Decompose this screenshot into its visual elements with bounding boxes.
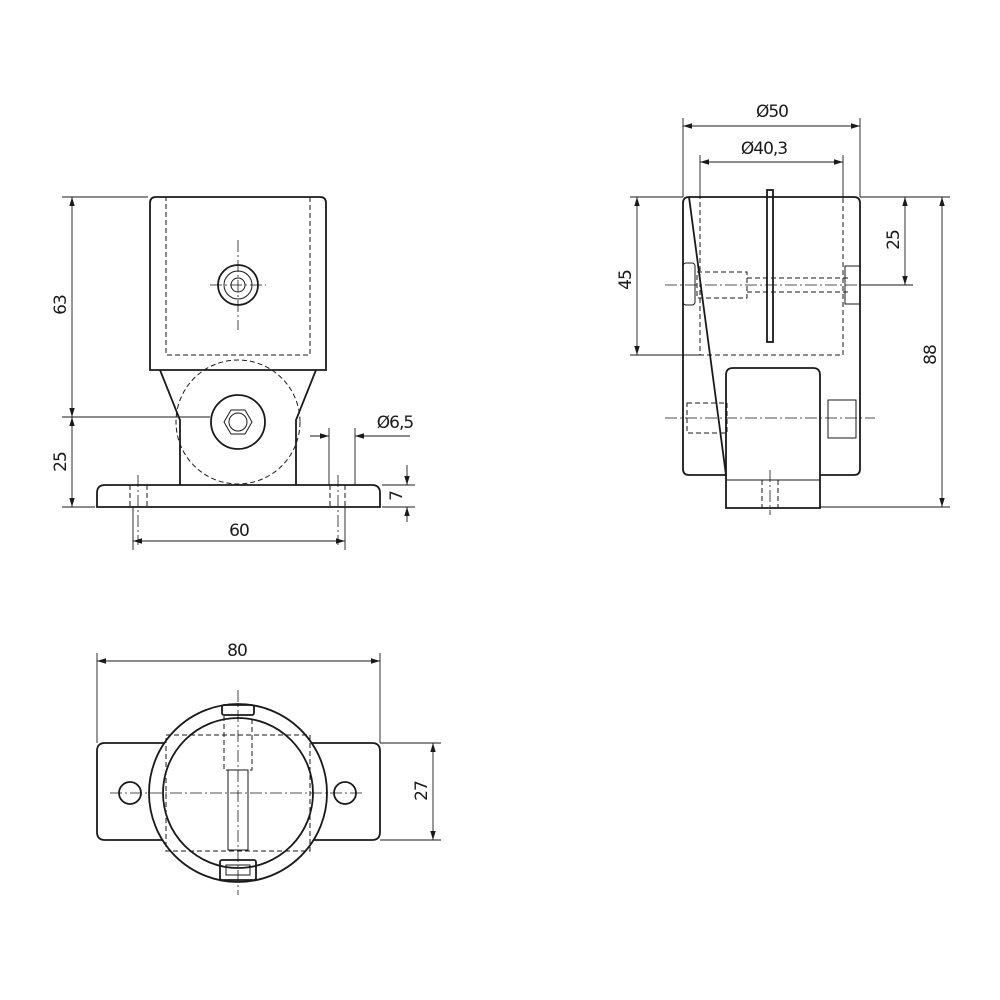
dim-hole-diameter: Ø6,5 xyxy=(377,413,414,433)
side-view: Ø50 Ø40,3 45 25 88 xyxy=(616,102,950,515)
dim-outer-diameter: Ø50 xyxy=(756,102,788,122)
front-view: 63 25 60 Ø6,5 7 xyxy=(51,196,415,550)
dim-inner-diameter: Ø40,3 xyxy=(741,139,787,159)
dim-25-side: 25 xyxy=(884,230,904,250)
dim-80: 80 xyxy=(227,641,247,661)
dim-27: 27 xyxy=(412,781,432,801)
dim-60: 60 xyxy=(229,521,249,541)
dim-63: 63 xyxy=(51,295,71,315)
top-view: 80 27 xyxy=(96,641,441,895)
dim-88: 88 xyxy=(921,345,941,365)
dim-45: 45 xyxy=(616,270,636,290)
dim-7: 7 xyxy=(387,491,407,501)
dim-25-front: 25 xyxy=(51,452,71,472)
